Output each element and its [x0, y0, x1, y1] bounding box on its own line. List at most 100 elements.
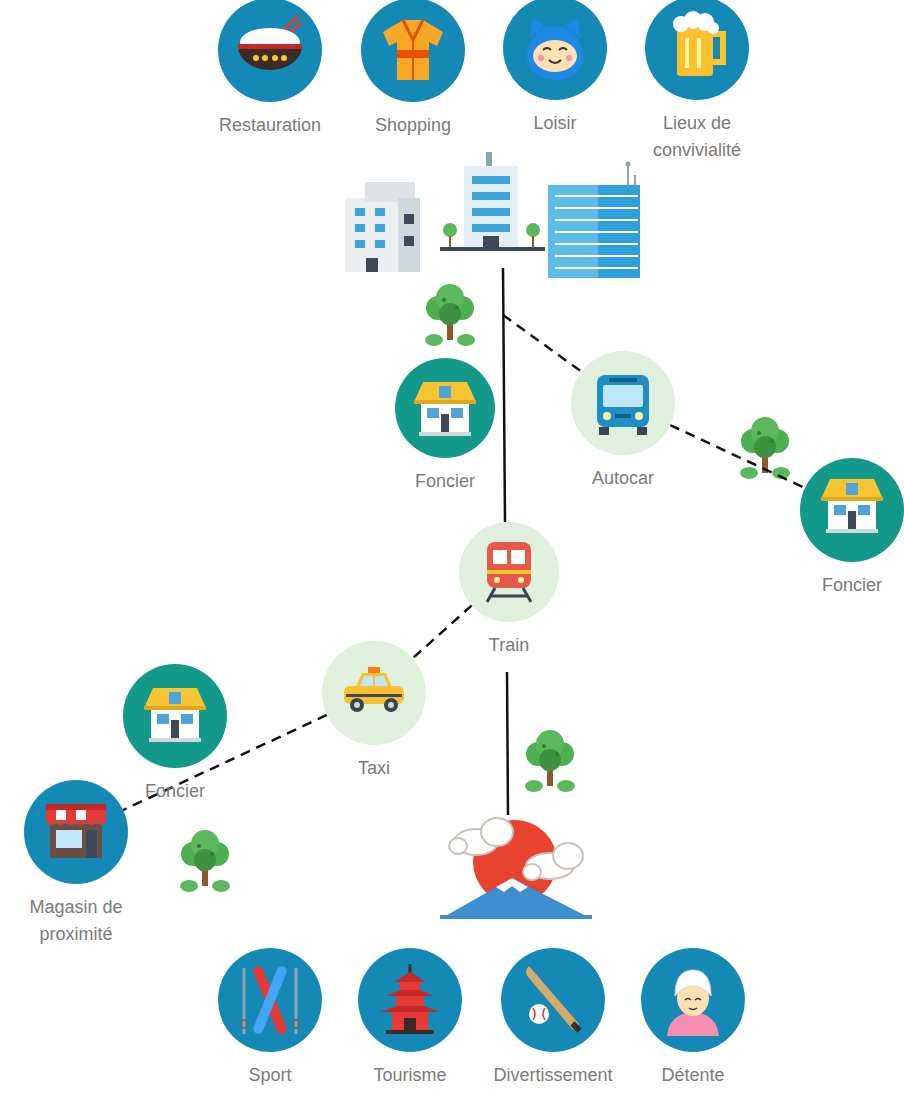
city-buildings: [555, 243, 638, 245]
bowl-icon: [238, 46, 302, 70]
dashed-connector: [413, 605, 472, 658]
kimono-icon: [383, 20, 443, 80]
pagoda-icon: [392, 1012, 428, 1030]
bus-icon: [609, 378, 637, 382]
beer-icon: [685, 38, 689, 68]
ski-icon: [292, 1020, 300, 1028]
ski-icon: [243, 968, 246, 1034]
train-icon: [493, 550, 507, 564]
city-buildings: [472, 176, 510, 184]
city-buildings: [355, 224, 365, 232]
bowl-icon: [262, 55, 268, 61]
train-icon: [491, 595, 527, 598]
city-buildings: [398, 198, 420, 272]
tree-icon: [180, 830, 230, 892]
icon-circle: Détente: [641, 948, 745, 1052]
pagoda-icon: [394, 972, 426, 982]
beer-icon: [673, 16, 689, 32]
character-icon: [538, 55, 544, 61]
node-label: Magasin de proximité: [16, 894, 136, 948]
taxi-icon: [360, 676, 388, 686]
shop-icon: [86, 830, 97, 858]
node-label: Loisir: [475, 110, 635, 137]
pagoda-icon: [400, 982, 420, 992]
beer-icon: [707, 22, 719, 34]
bus-icon: [635, 412, 643, 420]
taxi-icon: [384, 698, 398, 712]
city-buildings: [375, 208, 385, 216]
relax-icon: [677, 980, 709, 1016]
character-icon: [529, 18, 545, 38]
bowl-icon: [238, 16, 302, 70]
city-buildings: [472, 192, 510, 200]
city-buildings: [355, 208, 365, 216]
icon-circle: Lieux de convivialité: [645, 0, 749, 100]
character-icon: [527, 26, 583, 80]
mountain-landscape: [440, 915, 592, 919]
train-icon: [487, 588, 531, 602]
city-buildings: [375, 240, 385, 248]
baseball-icon: [526, 966, 579, 1030]
ski-icon: [295, 968, 298, 1034]
city-buildings: [555, 207, 638, 209]
city-buildings: [532, 236, 534, 247]
city-buildings: [464, 166, 518, 248]
node-label: Train: [439, 632, 579, 659]
node-label: Foncier: [375, 468, 515, 495]
character-icon: [543, 48, 567, 50]
bus-icon: [615, 414, 631, 418]
mountain-landscape: [442, 878, 590, 918]
ski-icon: [240, 965, 300, 1036]
relax-icon: [667, 970, 719, 1036]
kimono-icon: [383, 20, 443, 80]
shop-icon: [46, 810, 106, 825]
mountain-landscape: [553, 843, 583, 869]
beer-icon: [673, 11, 723, 76]
icon-circle: Train: [459, 522, 559, 622]
ski-icon: [240, 1020, 248, 1028]
baseball-icon: [526, 966, 582, 1033]
kimono-icon: [412, 40, 414, 80]
city-buildings: [555, 195, 638, 197]
train-icon: [518, 577, 524, 583]
icon-circle: Shopping: [361, 0, 465, 102]
node-label: Autocar: [553, 465, 693, 492]
city-buildings: [555, 255, 638, 257]
baseball-icon: [570, 1021, 581, 1032]
character-icon: [527, 18, 583, 80]
pagoda-icon: [409, 964, 412, 974]
relax-icon: [675, 970, 711, 996]
bowl-icon: [281, 55, 287, 61]
pagoda-icon: [380, 1006, 440, 1012]
node-label: Taxi: [304, 755, 444, 782]
taxi-icon: [346, 694, 402, 697]
city-buildings: [404, 214, 414, 224]
shop-icon: [76, 810, 86, 820]
pagoda-icon: [396, 996, 424, 1008]
bus-icon: [603, 385, 643, 407]
character-icon: [533, 40, 577, 72]
character-icon: [566, 55, 572, 61]
icon-circle: Foncier: [395, 358, 495, 458]
city-buildings: [548, 185, 640, 278]
city-buildings: [449, 236, 451, 247]
bowl-icon: [240, 28, 300, 56]
node-label: Lieux de convivialité: [637, 110, 757, 164]
city-buildings: [472, 224, 510, 232]
train-icon: [487, 542, 531, 588]
icon-circle: Foncier: [123, 664, 227, 768]
beer-icon: [713, 34, 723, 62]
node-label: Shopping: [333, 112, 493, 139]
taxi-icon: [354, 702, 360, 708]
beer-icon: [696, 13, 714, 31]
ski-icon: [252, 965, 288, 1036]
mountain-landscape: [449, 818, 583, 880]
city-buildings: [555, 219, 638, 221]
kimono-icon: [397, 50, 429, 58]
relax-icon: [667, 1012, 719, 1036]
pagoda-icon: [380, 964, 440, 1034]
node-label: Divertissement: [468, 1062, 638, 1089]
mountain-landscape: [496, 878, 528, 892]
city-buildings: [375, 224, 385, 232]
